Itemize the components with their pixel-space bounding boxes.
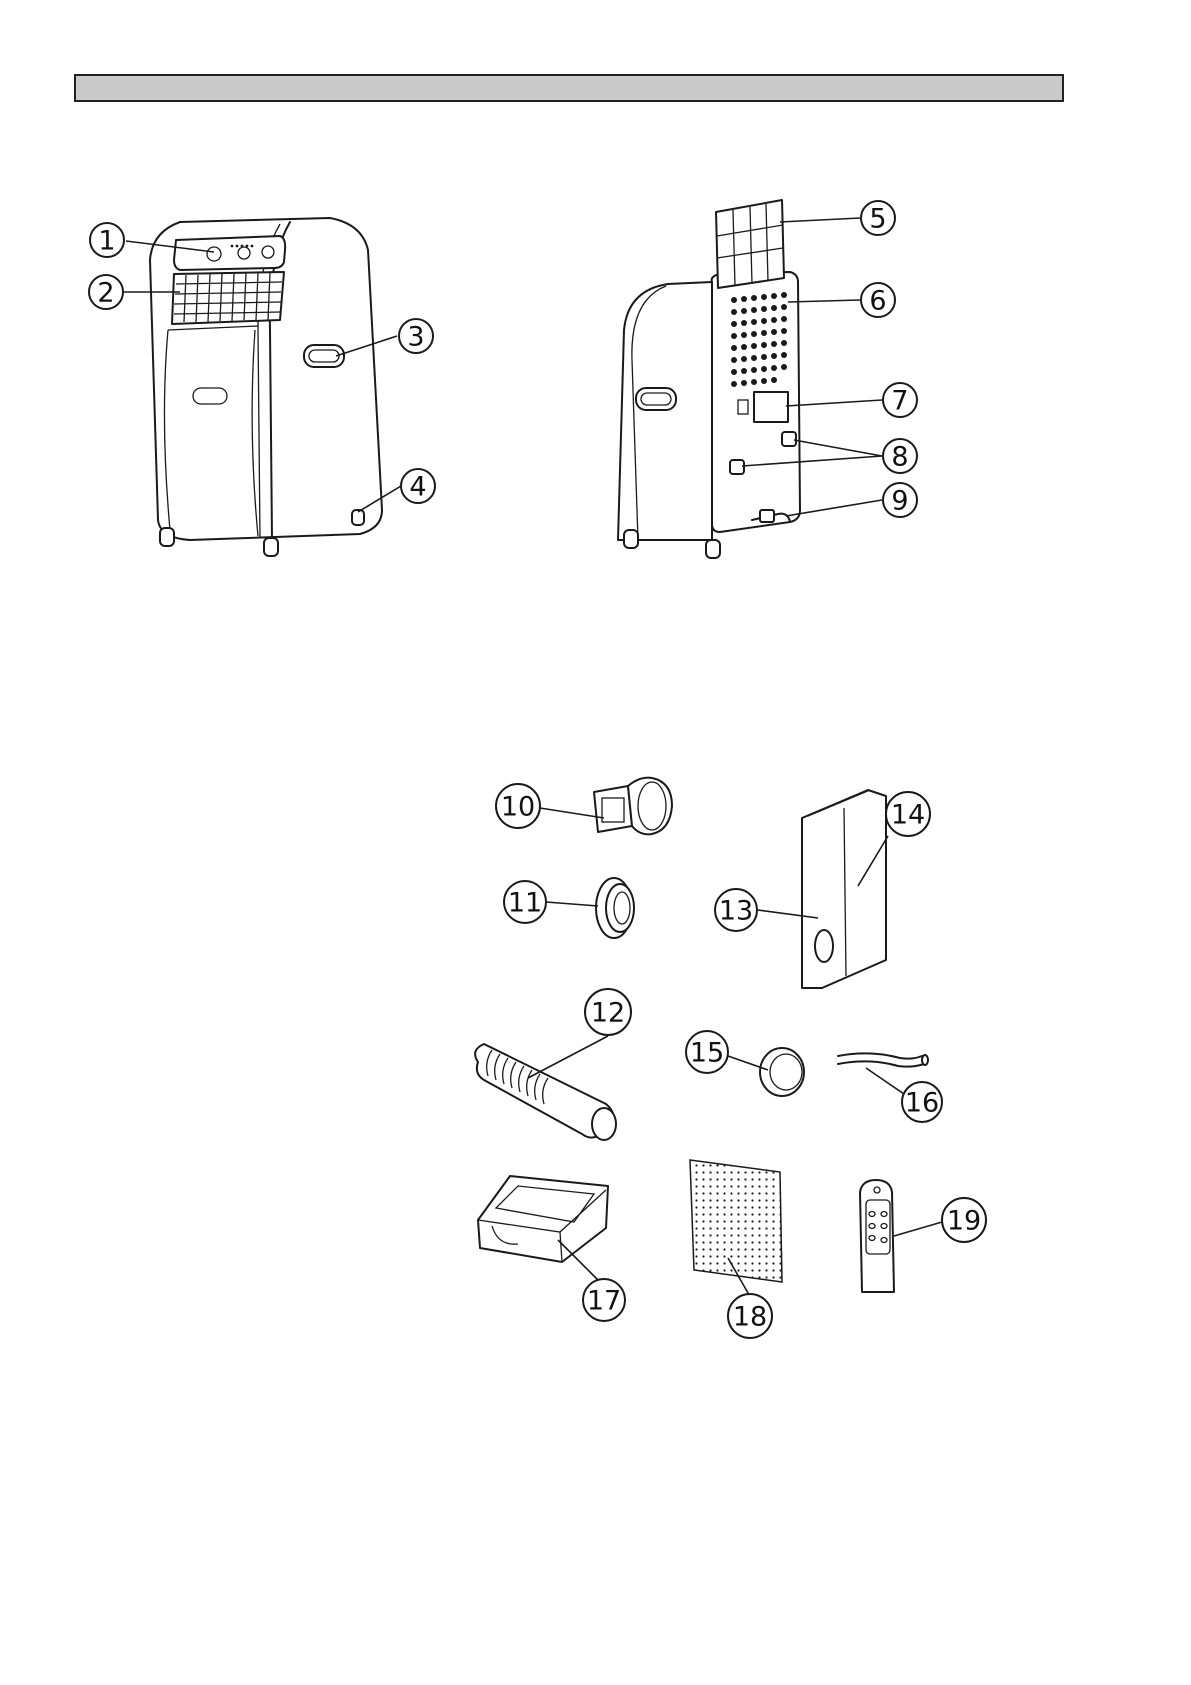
part-filter-mesh	[690, 1160, 782, 1282]
callout-number: 6	[869, 286, 886, 317]
callout-number: 17	[587, 1286, 621, 1317]
callout-number: 16	[905, 1088, 939, 1119]
callout-3: 3	[399, 319, 433, 353]
callout-number: 19	[947, 1206, 981, 1237]
callout-number: 13	[719, 896, 753, 927]
callout-16: 16	[902, 1082, 942, 1122]
callout-15: 15	[686, 1031, 728, 1073]
callout-number: 7	[891, 386, 908, 417]
part-exhaust-connector	[594, 778, 672, 835]
callout-number: 14	[891, 800, 925, 831]
callout-2: 2	[89, 275, 123, 309]
callout-number: 10	[501, 792, 535, 823]
callout-9: 9	[883, 483, 917, 517]
callout-5: 5	[861, 201, 895, 235]
callout-number: 2	[97, 278, 114, 309]
callout-13: 13	[715, 889, 757, 931]
part-ring-adaptor	[596, 878, 634, 938]
unit-rear-view	[618, 200, 800, 558]
callout-number: 9	[891, 486, 908, 517]
callout-number: 3	[407, 322, 424, 353]
callout-number: 12	[591, 998, 625, 1029]
callout-number: 11	[508, 888, 542, 919]
callout-11: 11	[504, 881, 546, 923]
callout-number: 1	[98, 226, 115, 257]
part-exhaust-hose	[475, 1044, 616, 1140]
callout-6: 6	[861, 283, 895, 317]
callout-18: 18	[728, 1294, 772, 1338]
part-remote-control	[860, 1180, 894, 1292]
callout-12: 12	[585, 989, 631, 1035]
callout-1: 1	[90, 223, 124, 257]
callout-number: 18	[733, 1302, 767, 1333]
callout-number: 4	[409, 472, 426, 503]
part-window-slider	[802, 790, 886, 988]
part-drain-hose	[838, 1053, 928, 1066]
callout-4: 4	[401, 469, 435, 503]
unit-front-view	[150, 218, 382, 556]
callout-number: 15	[690, 1038, 724, 1069]
part-drain-cap	[760, 1048, 804, 1096]
callout-number: 8	[891, 442, 908, 473]
part-water-tray	[478, 1176, 608, 1262]
callout-14: 14	[886, 792, 930, 836]
callout-17: 17	[583, 1279, 625, 1321]
callout-number: 5	[869, 204, 886, 235]
callout-7: 7	[883, 383, 917, 417]
callout-19: 19	[942, 1198, 986, 1242]
callout-8: 8	[883, 439, 917, 473]
callout-10: 10	[496, 784, 540, 828]
